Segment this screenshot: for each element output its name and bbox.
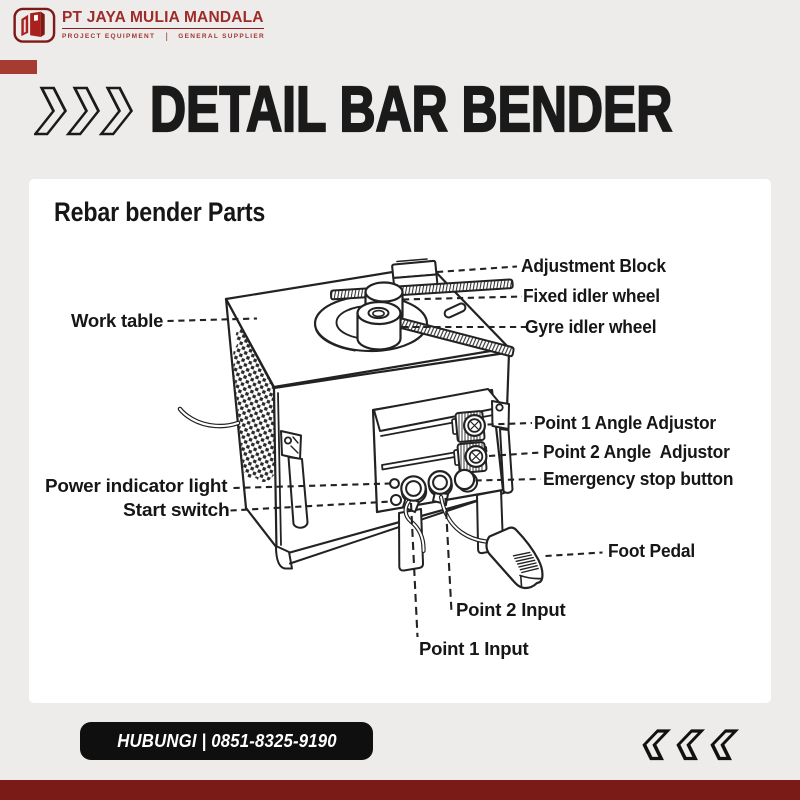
bottom-accent-bar	[0, 780, 800, 800]
label-point2-input: Point 2 Input	[456, 599, 566, 620]
brand-name: PT JAYA MULIA MANDALA	[62, 9, 264, 26]
label-foot-pedal: Foot Pedal	[608, 540, 696, 561]
left-accent-bar	[0, 60, 37, 74]
label-point2-angle-adjustor: Point 2 Angle Adjustor	[543, 441, 730, 462]
brand-tagline: PROJECT EQUIPMENT|GENERAL SUPPLIER	[62, 30, 265, 42]
brand-logo-icon	[13, 7, 56, 43]
brand-rule	[62, 27, 264, 30]
contact-text: HUBUNGI | 0851-8325-9190	[116, 730, 337, 751]
label-fixed-idler-wheel: Fixed idler wheel	[523, 285, 660, 306]
label-power-indicator-light: Power indicator light	[45, 475, 228, 496]
diagram-title: Rebar bender Parts	[54, 197, 266, 227]
footer-chevrons-icon	[642, 729, 740, 761]
label-start-switch: Start switch	[123, 499, 230, 520]
label-gyre-idler-wheel: Gyre idler wheel	[525, 316, 657, 337]
contact-button[interactable]: HUBUNGI | 0851-8325-9190	[80, 722, 373, 760]
label-work-table: Work table	[71, 310, 164, 331]
label-emergency-stop-button: Emergency stop button	[543, 468, 734, 489]
title-chevrons-icon	[34, 86, 134, 136]
tagline-separator: |	[165, 30, 168, 42]
page-title: DETAIL BAR BENDER	[149, 72, 673, 146]
label-point1-input: Point 1 Input	[419, 638, 529, 659]
label-point1-angle-adjustor: Point 1 Angle Adjustor	[534, 412, 717, 433]
label-adjustment-block: Adjustment Block	[521, 255, 666, 276]
